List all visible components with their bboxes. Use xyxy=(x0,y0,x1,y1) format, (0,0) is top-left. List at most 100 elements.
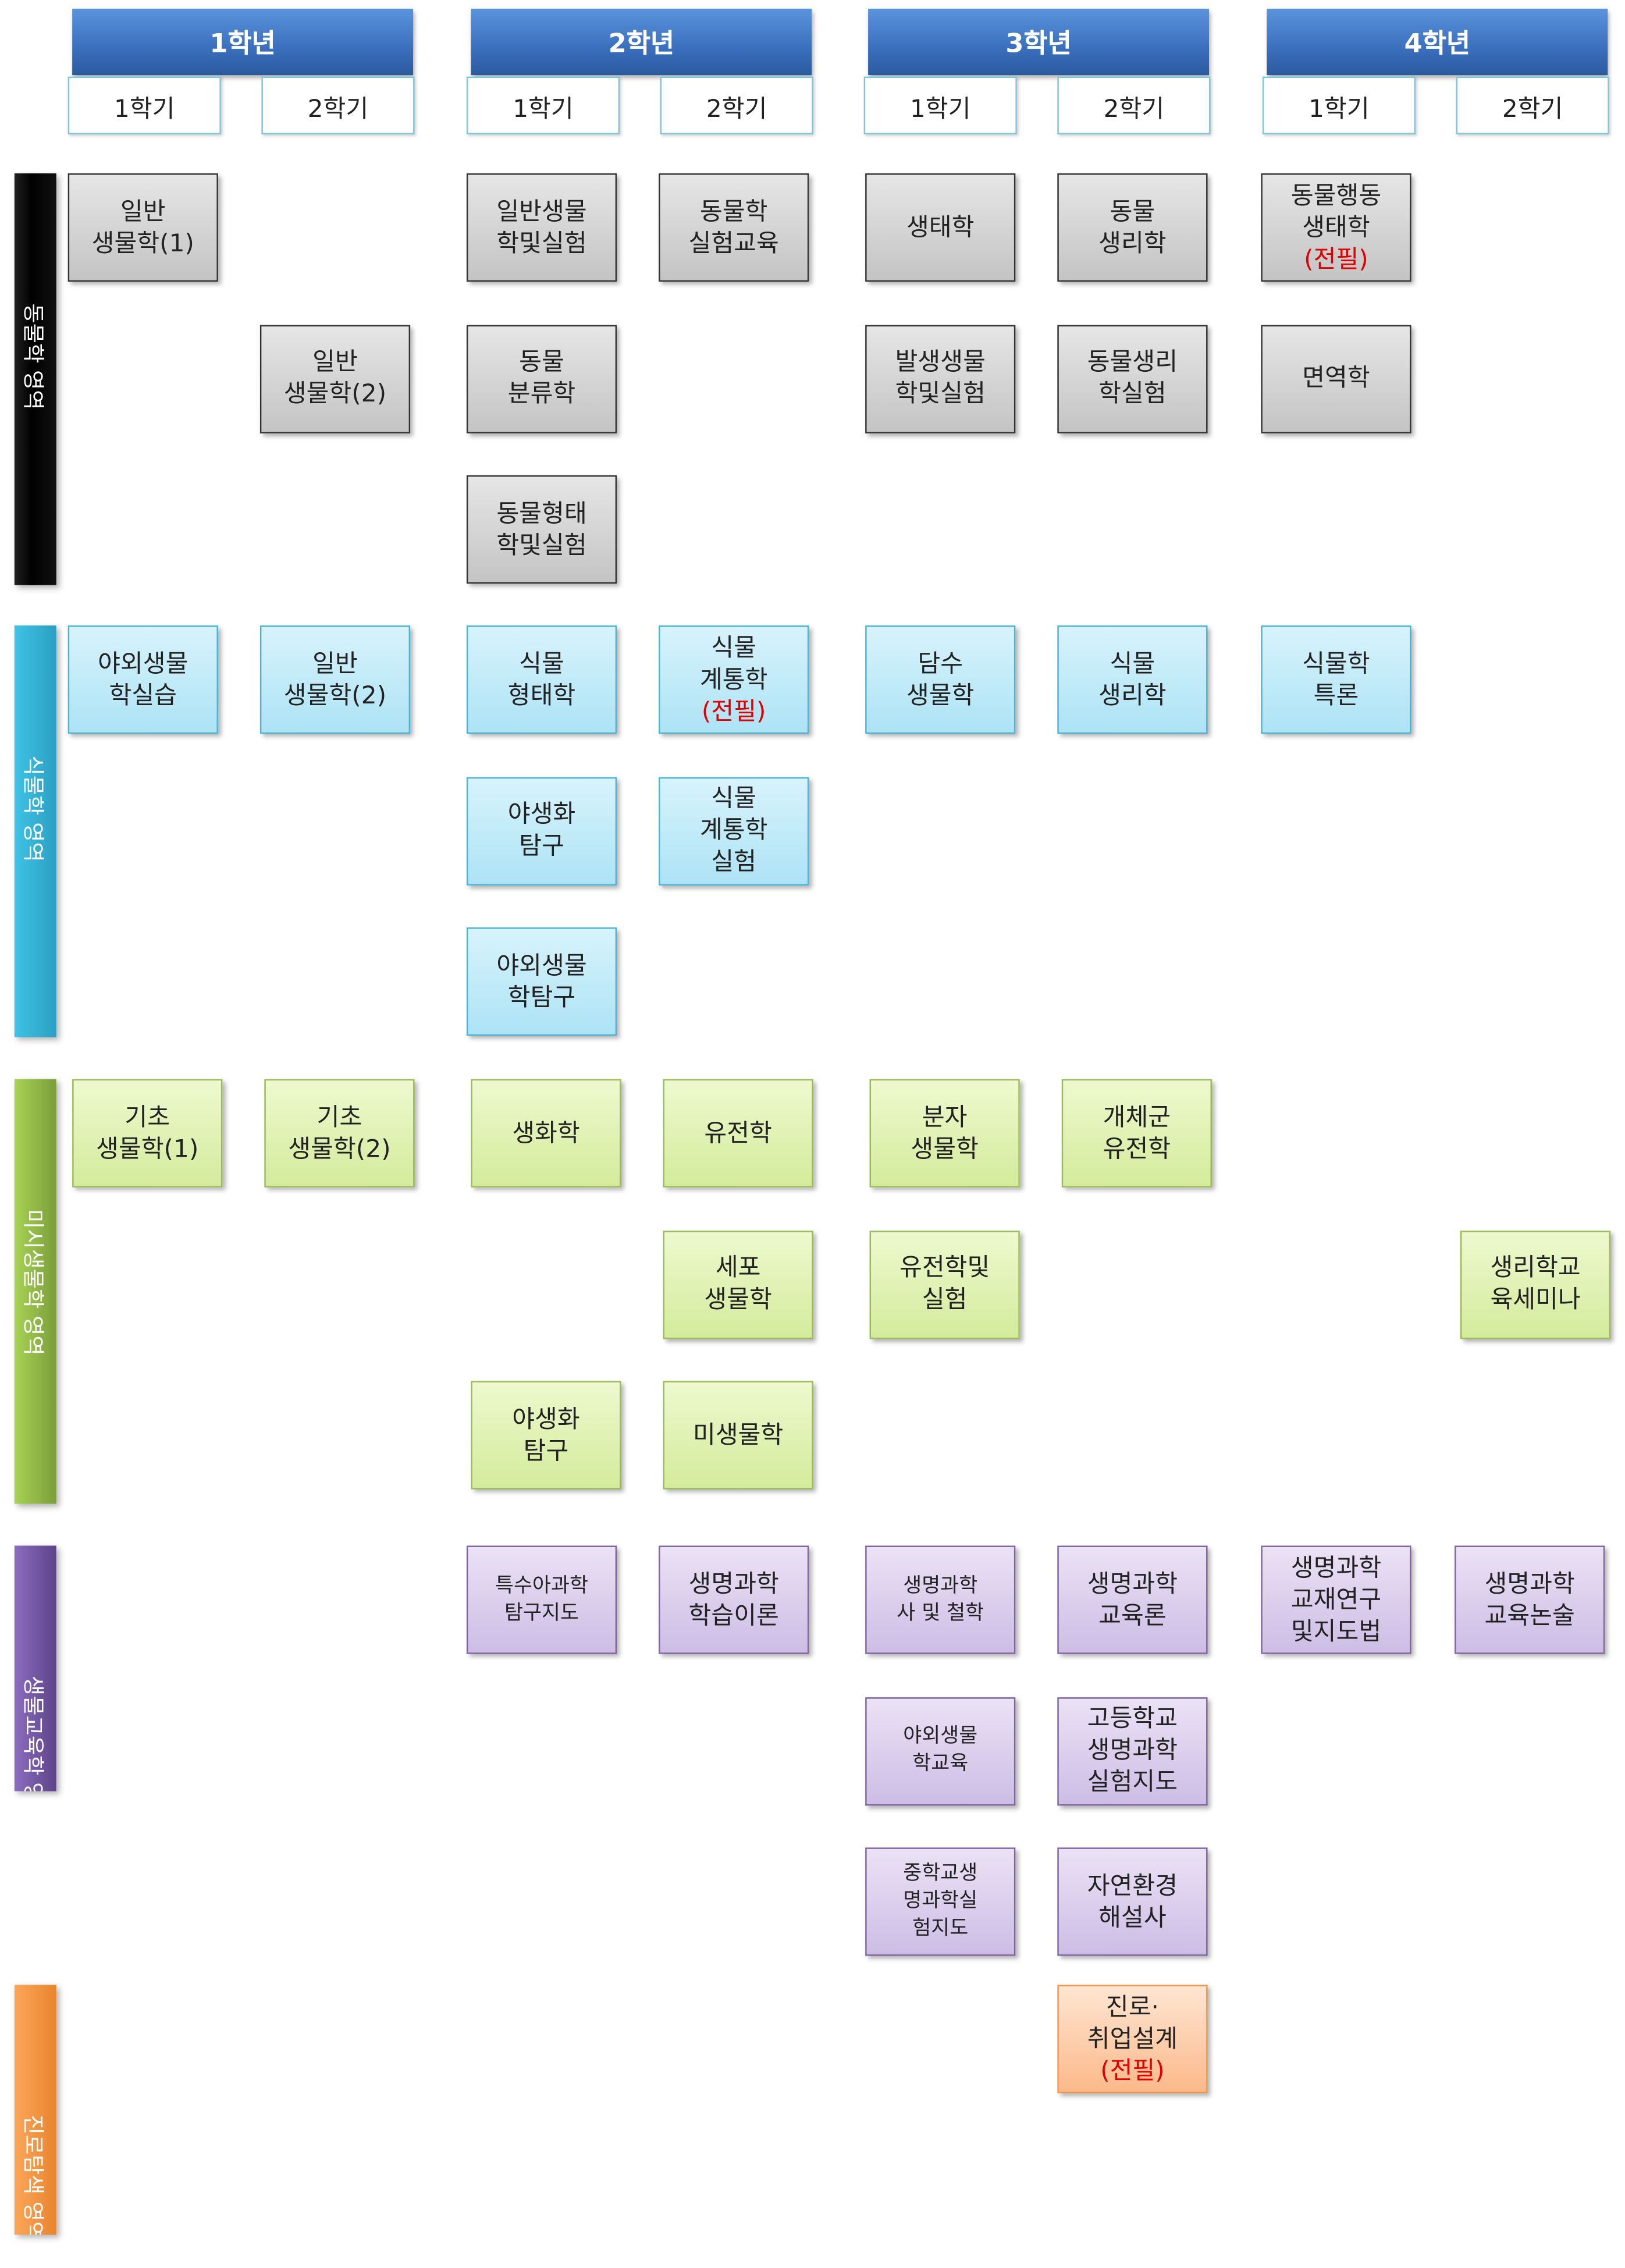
course-name-line: 생명과학 xyxy=(1484,1569,1575,1599)
course-name-line: 동물 xyxy=(519,348,564,377)
course-name-line: 식물 xyxy=(711,633,757,663)
course-name-line: 식물 xyxy=(519,649,564,678)
course-name-line: 동물생리 xyxy=(1087,348,1178,377)
course-name-line: 사 및 철학 xyxy=(897,1601,984,1624)
course-name-line: 생명과학 xyxy=(903,1573,978,1597)
course-name-line: 야외생물 xyxy=(903,1725,978,1748)
section-label: 동물학 영역 xyxy=(20,303,47,410)
course-name-line: 학및실험 xyxy=(496,531,587,560)
section-label: 생물교육학 영역 xyxy=(20,1675,47,1791)
course-box[interactable]: 진로·취업설계(전필) xyxy=(1057,1985,1208,2093)
course-name-line: 발생생물 xyxy=(895,348,986,377)
course-name-line: 학및실험 xyxy=(496,229,587,258)
course-name-line: 동물행동 xyxy=(1290,181,1382,211)
course-name-line: 생물학(1) xyxy=(96,1135,199,1164)
course-name-line: 생명과학 xyxy=(1087,1736,1178,1765)
course-box[interactable]: 미생물학 xyxy=(663,1381,813,1490)
course-name-line: 생명과학 xyxy=(1290,1554,1382,1583)
course-name-line: 험지도 xyxy=(912,1917,969,1940)
required-major-note: (전필) xyxy=(1304,244,1368,274)
course-name-line: 동물 xyxy=(1110,197,1155,226)
course-name-line: 특수아과학 xyxy=(495,1573,588,1597)
section-label-bar: 생물교육학 영역 xyxy=(14,1545,56,1791)
course-name-line: 학및실험 xyxy=(895,379,986,409)
section-label-bar: 식물학 영역 xyxy=(14,625,56,1037)
course-name-line: 학교육 xyxy=(912,1752,969,1776)
course-name-line: 담수 xyxy=(918,649,963,678)
course-name-line: 진로· xyxy=(1105,1992,1159,2022)
course-name-line: 특론 xyxy=(1313,681,1359,710)
section-label: 식물학 영역 xyxy=(20,755,47,862)
course-name-line: 생물학 xyxy=(704,1285,772,1315)
section-label-bar: 미시생물학 영역 xyxy=(14,1079,56,1504)
course-name-line: 일반 xyxy=(120,197,166,226)
course-name-line: 생태학 xyxy=(1302,213,1370,242)
course-name-line: 실험 xyxy=(711,848,757,877)
course-name-line: 야생화 xyxy=(512,1405,580,1434)
course-name-line: 세포 xyxy=(715,1253,761,1283)
semester-header: 1학기 xyxy=(1262,76,1416,134)
course-name-line: 중학교생 xyxy=(903,1862,978,1885)
course-name-line: 실험교육 xyxy=(688,229,779,258)
course-name-line: 교육론 xyxy=(1098,1601,1167,1630)
course-name-line: 생화학 xyxy=(512,1118,580,1148)
course-name-line: 학습이론 xyxy=(688,1601,779,1630)
course-name-line: 야생화 xyxy=(507,800,576,830)
course-name-line: 생리학교 xyxy=(1490,1253,1581,1283)
course-box[interactable]: 생화학 xyxy=(471,1079,621,1188)
course-name-line: 학탐구 xyxy=(507,983,576,1012)
course-name-line: 탐구 xyxy=(519,832,564,861)
course-name-line: 개체군 xyxy=(1103,1103,1171,1132)
course-box[interactable]: 면역학 xyxy=(1261,324,1411,433)
course-name-line: 일반생물 xyxy=(496,197,587,226)
course-name-line: 미생물학 xyxy=(692,1420,784,1450)
course-name-line: 교재연구 xyxy=(1290,1585,1382,1615)
semester-header: 2학기 xyxy=(1057,76,1211,134)
course-box[interactable]: 유전학 xyxy=(663,1079,813,1188)
course-box[interactable]: 생태학 xyxy=(865,173,1016,282)
course-name-line: 학실험 xyxy=(1098,379,1167,409)
course-name-line: 생물학(2) xyxy=(283,379,387,409)
course-name-line: 계통학 xyxy=(699,665,768,694)
course-name-line: 교육논술 xyxy=(1484,1601,1575,1630)
course-name-line: 일반 xyxy=(312,649,358,678)
